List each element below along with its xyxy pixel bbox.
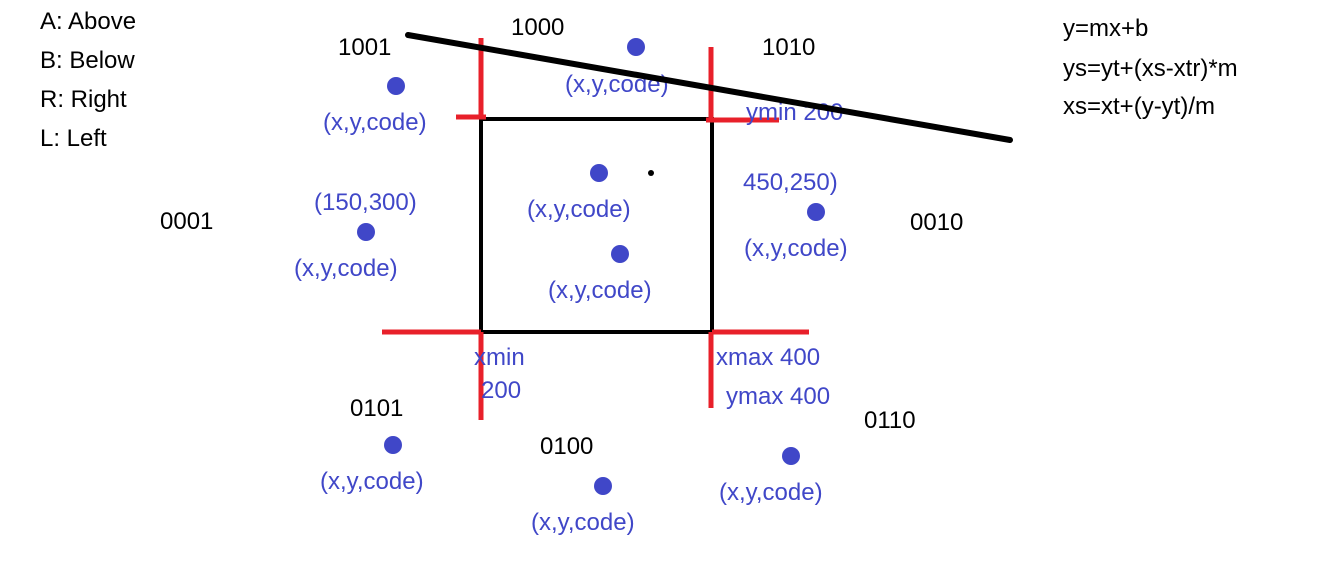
region-code-bottom-right: 0110	[864, 407, 916, 434]
xmin-label: xmin	[474, 344, 525, 371]
point-bottom	[594, 477, 612, 495]
ymax-label: ymax 400	[726, 383, 830, 410]
point-top-left	[387, 77, 405, 95]
xmax-label: xmax 400	[716, 344, 820, 371]
region-code-top: 1000	[511, 14, 564, 41]
point-coord-right: 450,250)	[743, 169, 838, 196]
point-label-right: (x,y,code)	[744, 235, 848, 262]
point-label-bottom-left: (x,y,code)	[320, 468, 424, 495]
boundary-extensions	[382, 38, 809, 420]
clip-line	[405, 32, 1013, 143]
point-coord-left: (150,300)	[314, 189, 417, 216]
formula-xs: xs=xt+(y-yt)/m	[1063, 93, 1215, 120]
point-inside-upper	[590, 164, 608, 182]
point-label-top-left: (x,y,code)	[323, 109, 427, 136]
point-bottom-right	[782, 447, 800, 465]
legend-below: B: Below	[40, 47, 135, 74]
legend-right: R: Right	[40, 86, 127, 113]
legend-left: L: Left	[40, 125, 107, 152]
clip-window	[479, 117, 714, 334]
small-dot	[648, 170, 654, 176]
xmin-value-label: 200	[481, 377, 521, 404]
legend-above: A: Above	[40, 8, 136, 35]
region-code-bottom: 0100	[540, 433, 593, 460]
point-right	[807, 203, 825, 221]
formula-ys: ys=yt+(xs-xtr)*m	[1063, 55, 1238, 82]
points	[357, 38, 825, 495]
region-code-left: 0001	[160, 208, 213, 235]
region-code-top-left: 1001	[338, 34, 391, 61]
region-code-bottom-left: 0101	[350, 395, 403, 422]
region-code-right: 0010	[910, 209, 963, 236]
point-label-left: (x,y,code)	[294, 255, 398, 282]
point-label-bottom: (x,y,code)	[531, 509, 635, 536]
point-bottom-left	[384, 436, 402, 454]
point-label-bottom-right: (x,y,code)	[719, 479, 823, 506]
region-code-top-right: 1010	[762, 34, 815, 61]
point-label-inside-lower: (x,y,code)	[548, 277, 652, 304]
point-label-inside-upper: (x,y,code)	[527, 196, 631, 223]
point-top	[627, 38, 645, 56]
formula-line: y=mx+b	[1063, 15, 1148, 42]
point-left	[357, 223, 375, 241]
point-inside-lower	[611, 245, 629, 263]
